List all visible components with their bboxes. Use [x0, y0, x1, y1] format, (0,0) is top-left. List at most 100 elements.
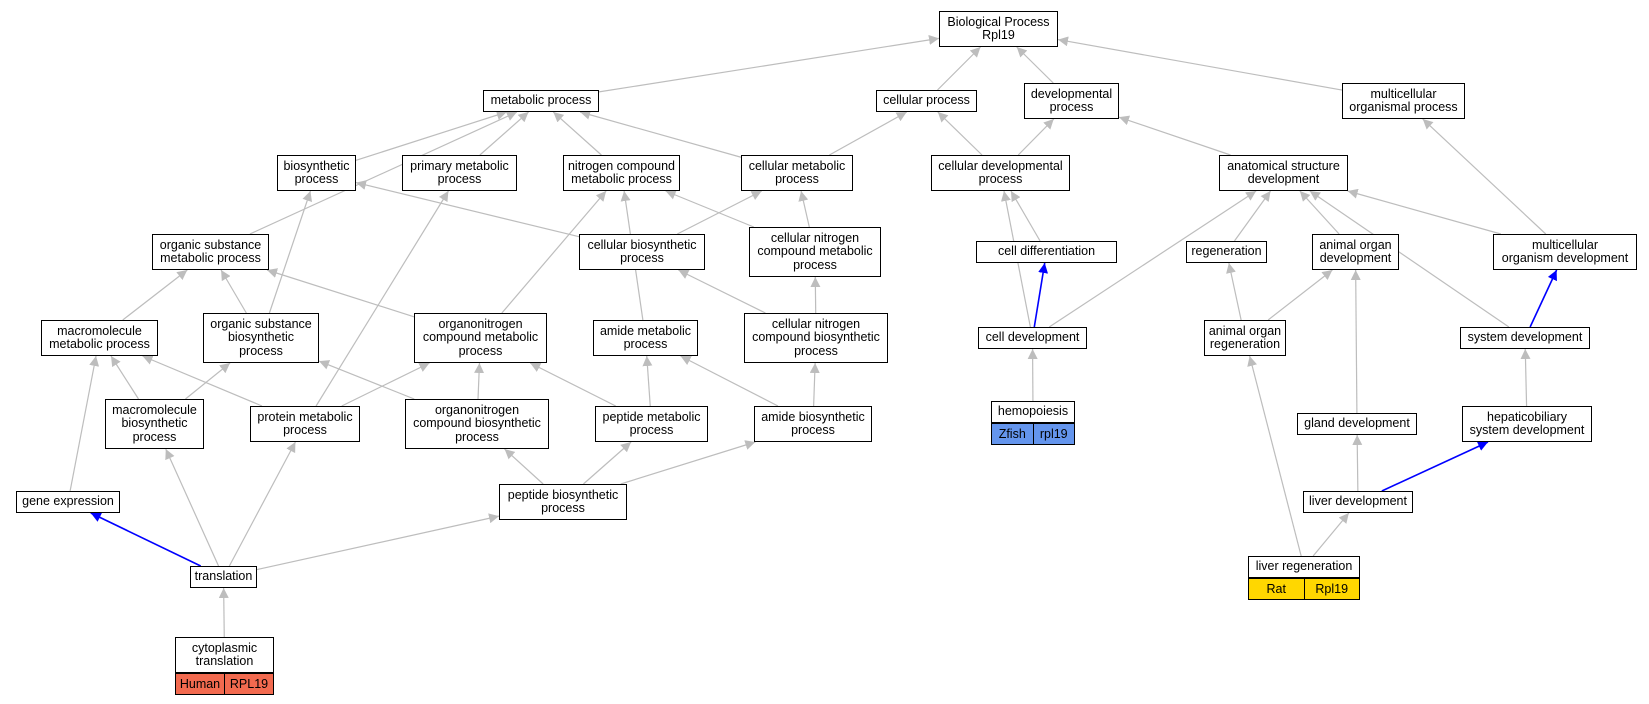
edge-cellular_developmental-to-developmental [1017, 118, 1055, 156]
edge-gland_development-to-animal_organ_development [1350, 269, 1361, 414]
gene-label: RPL19 [224, 674, 273, 694]
edge-protein_metabolic-to-organonitrogen_compound_metabolic [341, 362, 430, 407]
node-translation[interactable]: translation [190, 566, 257, 588]
edge-cellular_metabolic-to-cellular [829, 111, 908, 156]
node-organic-substance-metabolic-process[interactable]: organic substance metabolic process [152, 234, 269, 270]
species-annotation-human: Human RPL19 [175, 673, 274, 695]
edge-translation-to-peptide_biosynthetic [256, 513, 500, 571]
node-biological-process[interactable]: Biological Process Rpl19 [939, 11, 1058, 47]
node-regeneration[interactable]: regeneration [1186, 241, 1267, 263]
edge-peptide_biosynthetic-to-amide_biosynthetic [620, 440, 756, 485]
edge-organic_substance_biosynthetic-to-biosynthetic [268, 190, 312, 314]
node-macromolecule-biosynthetic-process[interactable]: macromolecule biosynthetic process [105, 399, 204, 449]
edge-peptide_biosynthetic-to-organonitrogen_compound_biosynthetic [504, 448, 544, 485]
edge-cellular_nitrogen_compound_metabolic-to-nitrogen_compound_metabolic [665, 190, 754, 228]
node-hepaticobiliary-system-development[interactable]: hepaticobiliary system development [1462, 406, 1592, 442]
node-developmental-process[interactable]: developmental process [1024, 83, 1119, 119]
edge-animal_organ_regeneration-to-animal_organ_development [1267, 269, 1333, 321]
node-peptide-biosynthetic-process[interactable]: peptide biosynthetic process [499, 484, 627, 520]
node-amide-biosynthetic-process[interactable]: amide biosynthetic process [754, 406, 872, 442]
node-cellular-developmental-process[interactable]: cellular developmental process [931, 155, 1070, 191]
edge-regeneration-to-anatomical_structure_development [1233, 190, 1271, 242]
edge-cellular_metabolic-to-metabolic [579, 109, 742, 158]
node-hemopoiesis[interactable]: hemopoiesis [991, 401, 1075, 423]
edge-biosynthetic-to-metabolic [355, 110, 507, 161]
edge-cellular-to-bp [937, 46, 981, 91]
node-peptide-metabolic-process[interactable]: peptide metabolic process [595, 406, 708, 442]
edge-cell_development-to-anatomical_structure_development [1048, 190, 1257, 328]
edge-primary_metabolic-to-metabolic [479, 111, 529, 156]
edge-gene_expression-to-macromolecule_metabolic [69, 355, 100, 492]
edge-translation-to-protein_metabolic [228, 441, 296, 567]
edge-liver_development-to-hepaticobiliary_system_development [1381, 441, 1489, 492]
node-cell-differentiation[interactable]: cell differentiation [976, 241, 1117, 263]
node-animal-organ-development[interactable]: animal organ development [1312, 234, 1399, 270]
species-label: Human [179, 677, 221, 691]
edge-system_development-to-anatomical_structure_development [1309, 190, 1510, 328]
species-annotation-rat: Rat Rpl19 [1248, 578, 1360, 600]
edge-liver_regeneration-to-liver_development [1312, 512, 1350, 557]
edge-system_development-to-multicellular_organism_development [1529, 269, 1558, 328]
node-biosynthetic-process[interactable]: biosynthetic process [277, 155, 356, 191]
node-protein-metabolic-process[interactable]: protein metabolic process [250, 406, 360, 442]
gene-label: Rpl19 [1303, 579, 1360, 599]
node-organonitrogen-compound-biosynthetic-process[interactable]: organonitrogen compound biosynthetic pro… [405, 399, 549, 449]
node-cellular-metabolic-process[interactable]: cellular metabolic process [741, 155, 853, 191]
node-gland-development[interactable]: gland development [1297, 413, 1417, 435]
node-multicellular-organismal-process[interactable]: multicellular organismal process [1342, 83, 1465, 119]
edge-cellular_developmental-to-cellular [937, 111, 983, 156]
node-liver-development[interactable]: liver development [1303, 491, 1413, 513]
edge-peptide_metabolic-to-amide_metabolic [642, 355, 653, 407]
node-animal-organ-regeneration[interactable]: animal organ regeneration [1204, 320, 1286, 356]
edge-organic_substance_biosynthetic-to-organic_substance_metabolic [220, 269, 247, 314]
node-gene-expression[interactable]: gene expression [16, 491, 120, 513]
edge-peptide_biosynthetic-to-peptide_metabolic [583, 441, 632, 485]
edge-organic_substance_metabolic-to-metabolic [249, 111, 518, 235]
edge-protein_metabolic-to-macromolecule_metabolic [142, 355, 263, 407]
node-cellular-nitrogen-compound-biosynthetic-process[interactable]: cellular nitrogen compound biosynthetic … [744, 313, 888, 363]
edge-multicellular_organism_development-to-anatomical_structure_development [1347, 188, 1502, 235]
node-liver-regeneration[interactable]: liver regeneration [1248, 556, 1360, 578]
edge-organonitrogen_compound_metabolic-to-organic_substance_metabolic [266, 268, 415, 318]
edge-developmental-to-bp [1016, 46, 1054, 84]
edge-cell_differentiation-to-cellular_developmental [1010, 190, 1041, 242]
edge-animal_organ_development-to-anatomical_structure_development [1299, 190, 1340, 235]
edge-macromolecule_metabolic-to-organic_substance_metabolic [122, 269, 188, 321]
edge-cellular_nitrogen_compound_biosynthetic-to-cellular_biosynthetic [678, 269, 766, 314]
edge-cell_development-to-cell_differentiation [1033, 262, 1049, 328]
edge-translation-to-gene_expression [90, 512, 202, 567]
node-nitrogen-compound-metabolic-process[interactable]: nitrogen compound metabolic process [563, 155, 680, 191]
node-cellular-process[interactable]: cellular process [876, 90, 977, 112]
edge-anatomical_structure_development-to-developmental [1118, 115, 1231, 156]
edge-nitrogen_compound_metabolic-to-metabolic [552, 111, 602, 156]
node-multicellular-organism-development[interactable]: multicellular organism development [1493, 234, 1637, 270]
edge-organonitrogen_compound_metabolic-to-nitrogen_compound_metabolic [501, 190, 607, 314]
edge-organonitrogen_compound_biosynthetic-to-organic_substance_biosynthetic [318, 360, 415, 400]
node-cell-development[interactable]: cell development [978, 327, 1087, 349]
edge-macromolecule_biosynthetic-to-macromolecule_metabolic [110, 355, 140, 400]
node-anatomical-structure-development[interactable]: anatomical structure development [1219, 155, 1348, 191]
node-macromolecule-metabolic-process[interactable]: macromolecule metabolic process [41, 320, 158, 356]
species-label: Rat [1266, 582, 1286, 596]
node-cellular-biosynthetic-process[interactable]: cellular biosynthetic process [579, 234, 705, 270]
edge-liver_development-to-gland_development [1352, 434, 1363, 492]
edge-peptide_metabolic-to-organonitrogen_compound_metabolic [529, 362, 616, 407]
edge-translation-to-macromolecule_biosynthetic [165, 448, 220, 567]
node-cellular-nitrogen-compound-metabolic-process[interactable]: cellular nitrogen compound metabolic pro… [749, 227, 881, 277]
node-organic-substance-biosynthetic-process[interactable]: organic substance biosynthetic process [203, 313, 319, 363]
node-metabolic-process[interactable]: metabolic process [483, 90, 599, 112]
node-organonitrogen-compound-metabolic-process[interactable]: organonitrogen compound metabolic proces… [414, 313, 547, 363]
edge-organonitrogen_compound_biosynthetic-to-organonitrogen_compound_metabolic [474, 362, 485, 400]
edge-liver_regeneration-to-animal_organ_regeneration [1247, 355, 1302, 557]
node-system-development[interactable]: system development [1460, 327, 1590, 349]
edge-amide_biosynthetic-to-amide_metabolic [680, 355, 779, 407]
node-cytoplasmic-translation[interactable]: cytoplasmic translation [175, 637, 274, 673]
edge-macromolecule_biosynthetic-to-organic_substance_biosynthetic [185, 362, 231, 400]
node-amide-metabolic-process[interactable]: amide metabolic process [593, 320, 698, 356]
edge-cytoplasmic_translation-to-translation [218, 587, 229, 638]
edge-cellular_biosynthetic-to-biosynthetic [355, 180, 580, 238]
node-primary-metabolic-process[interactable]: primary metabolic process [402, 155, 517, 191]
gene-label: rpl19 [1032, 424, 1075, 444]
